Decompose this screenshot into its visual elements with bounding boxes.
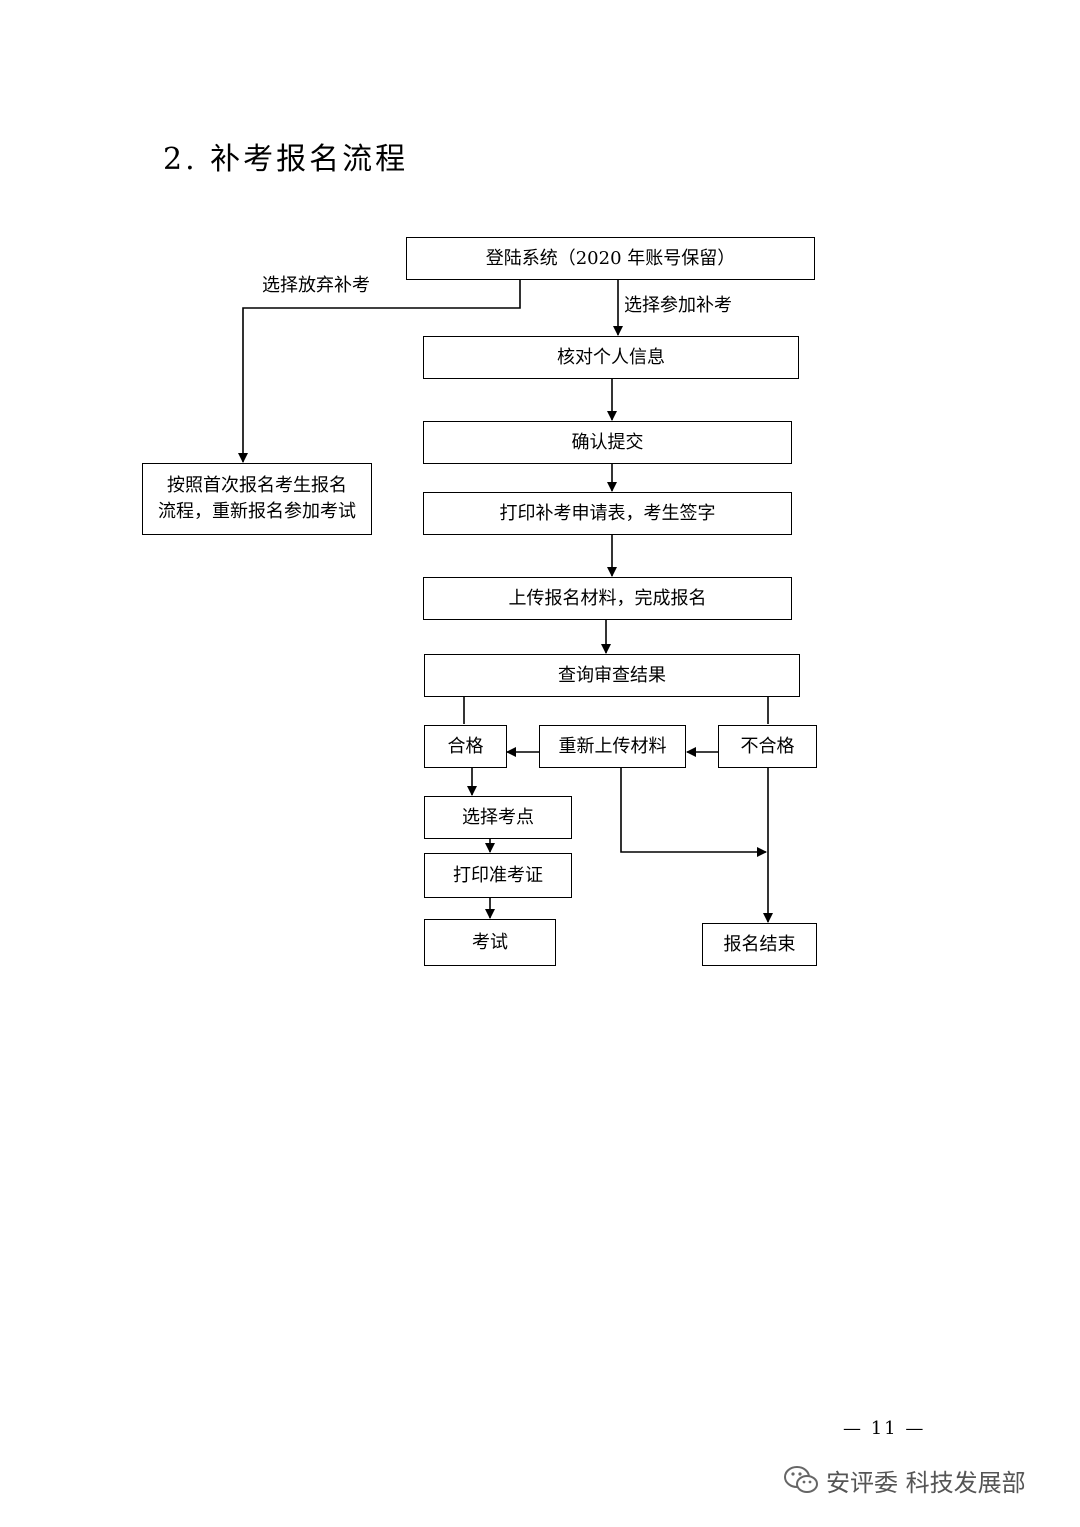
watermark-text: 安评委 科技发展部 xyxy=(826,1468,1026,1497)
wechat-icon xyxy=(784,1466,818,1493)
node-confirm-submit-label: 确认提交 xyxy=(571,431,644,453)
node-restart-line2: 流程，重新报名参加考试 xyxy=(158,501,356,522)
node-reupload-label: 重新上传材料 xyxy=(558,735,667,757)
edge-give-up xyxy=(238,279,521,463)
node-verify-info-label: 核对个人信息 xyxy=(557,346,665,368)
node-qualified: 合格 xyxy=(424,725,507,768)
node-restart-registration: 按照首次报名考生报名 流程，重新报名参加考试 xyxy=(142,463,372,535)
node-print-form: 打印补考申请表，考生签字 xyxy=(423,492,792,535)
edge-label-give-up: 选择放弃补考 xyxy=(262,275,370,296)
node-exam: 考试 xyxy=(424,919,556,966)
watermark: 安评委 科技发展部 xyxy=(782,1462,1026,1498)
node-confirm-submit: 确认提交 xyxy=(423,421,792,464)
node-query-result: 查询审查结果 xyxy=(424,654,800,697)
node-print-ticket: 打印准考证 xyxy=(424,853,572,898)
page-number: — 11 — xyxy=(843,1418,926,1439)
node-choose-site: 选择考点 xyxy=(424,796,572,839)
node-login: 登陆系统（2020 年账号保留） xyxy=(406,237,815,280)
node-login-label: 登陆系统（2020 年账号保留） xyxy=(485,247,736,269)
node-qualified-label: 合格 xyxy=(447,735,484,757)
edge-reupload-end xyxy=(620,767,767,857)
node-print-ticket-label: 打印准考证 xyxy=(453,864,543,886)
edge-label-participate: 选择参加补考 xyxy=(624,295,732,316)
node-query-result-label: 查询审查结果 xyxy=(558,664,666,686)
node-exam-label: 考试 xyxy=(472,931,508,953)
node-print-form-label: 打印补考申请表，考生签字 xyxy=(499,502,716,524)
node-upload-materials: 上传报名材料，完成报名 xyxy=(423,577,792,620)
node-restart-line1: 按照首次报名考生报名 xyxy=(167,475,347,496)
node-reupload: 重新上传材料 xyxy=(539,725,686,768)
node-choose-site-label: 选择考点 xyxy=(462,806,534,828)
node-verify-info: 核对个人信息 xyxy=(423,336,799,379)
node-upload-materials-label: 上传报名材料，完成报名 xyxy=(508,587,707,609)
node-end-registration-label: 报名结束 xyxy=(723,933,796,955)
section-title: 2. 补考报名流程 xyxy=(163,142,409,177)
node-end-registration: 报名结束 xyxy=(702,923,817,966)
node-unqualified: 不合格 xyxy=(718,725,817,768)
node-unqualified-label: 不合格 xyxy=(740,735,795,757)
